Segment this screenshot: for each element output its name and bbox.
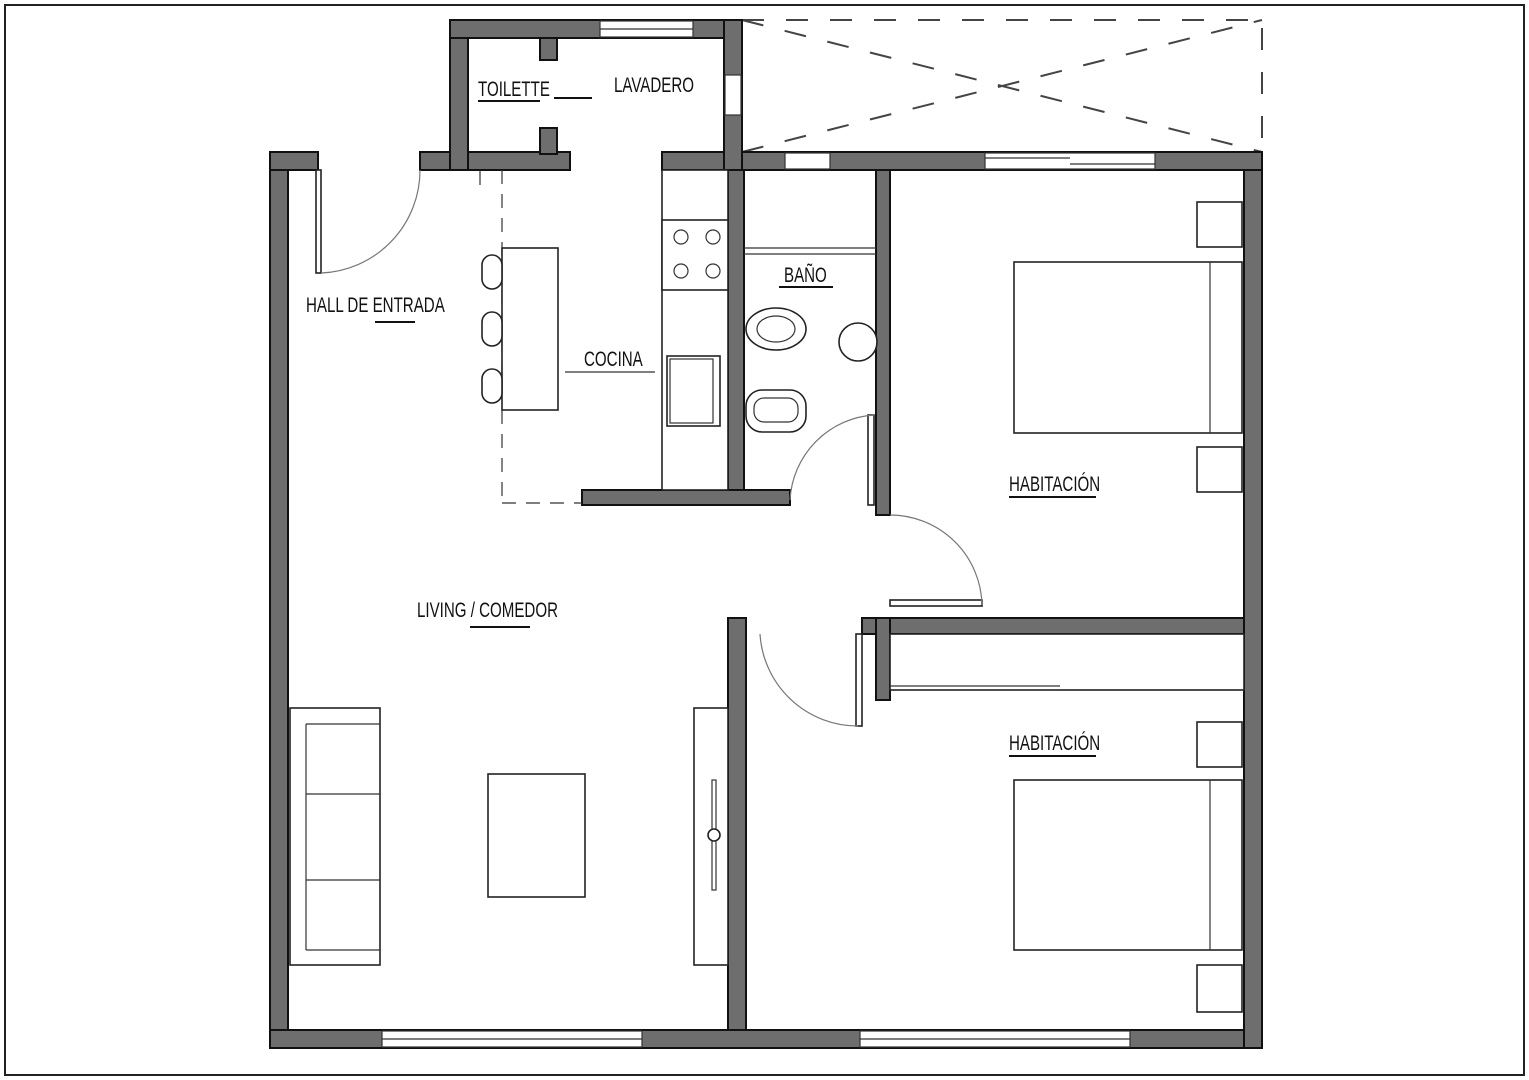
sink-icon xyxy=(666,355,721,427)
bed xyxy=(1013,261,1243,434)
windows xyxy=(381,20,1156,1048)
kitchen-furniture xyxy=(481,169,729,491)
label-cocina: COCINA xyxy=(584,346,643,370)
drawing-frame xyxy=(4,4,1525,1076)
label-habitacion-1: HABITACIÓN xyxy=(1009,471,1100,495)
doors xyxy=(315,169,983,727)
stools xyxy=(481,254,503,404)
label-hall: HALL DE ENTRADA xyxy=(306,292,445,316)
coffee-table xyxy=(487,773,586,898)
toilet-icon xyxy=(745,307,807,351)
stove-icon xyxy=(661,219,729,291)
sofa xyxy=(289,707,381,966)
label-lavadero: LAVADERO xyxy=(614,72,694,96)
bedroom2-furniture xyxy=(1013,721,1243,1013)
closet xyxy=(889,633,1245,691)
label-living: LIVING / COMEDOR xyxy=(417,597,558,621)
label-toilette: TOILETTE xyxy=(478,76,550,100)
bathroom-fixtures xyxy=(744,247,878,433)
room-labels: TOILETTE LAVADERO HALL DE ENTRADA COCINA… xyxy=(306,72,1100,757)
label-habitacion-2: HABITACIÓN xyxy=(1009,730,1100,754)
washbasin-icon xyxy=(838,322,878,362)
walls xyxy=(269,19,1263,1049)
label-bano: BAÑO xyxy=(784,262,827,286)
bidet-icon xyxy=(745,389,807,433)
terrace xyxy=(741,19,1263,153)
living-furniture xyxy=(289,707,729,966)
bedroom1-furniture xyxy=(889,201,1245,691)
bar-counter xyxy=(501,247,559,411)
bed xyxy=(1013,779,1243,951)
